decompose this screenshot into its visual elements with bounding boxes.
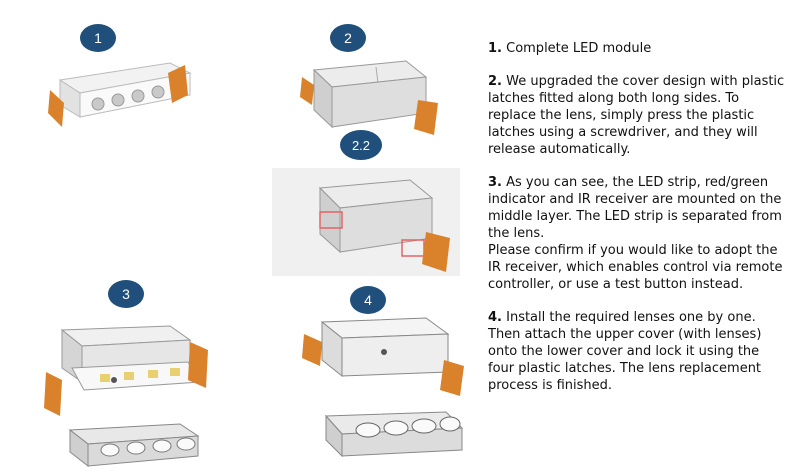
- step-1-text: 1. Complete LED module: [488, 41, 652, 56]
- step-2-badge: 2: [330, 24, 366, 52]
- complete-led-module-image: [48, 62, 192, 127]
- install-lenses-image: [302, 317, 464, 458]
- step-1-badge: 1: [80, 24, 116, 52]
- step-3-text: 3. As you can see, the LED strip, red/gr…: [488, 175, 783, 292]
- step-4-text: 4. Install the required lenses one by on…: [488, 310, 762, 393]
- step-2-text: 2. We upgraded the cover design with pla…: [488, 74, 785, 157]
- cover-with-latches-image: [300, 60, 438, 135]
- instructions-column: 1. Complete LED module 2. We upgraded th…: [488, 40, 788, 410]
- latch-closeup-image: [318, 179, 450, 272]
- step-4-badge: 4: [350, 286, 386, 314]
- led-strip-and-lens-image: [44, 325, 208, 468]
- step-2-2-badge: 2.2: [340, 130, 382, 160]
- step-3-badge: 3: [108, 280, 144, 308]
